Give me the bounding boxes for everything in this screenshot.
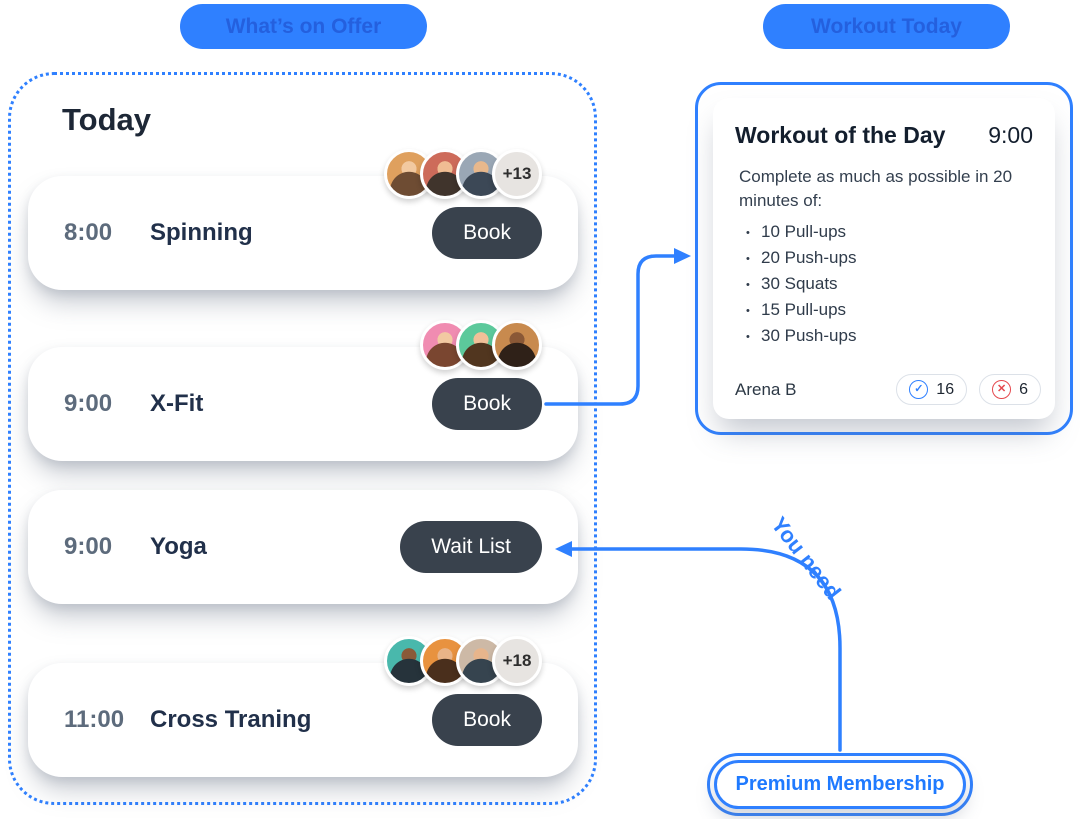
offer-section-tag: What’s on Offer xyxy=(180,4,427,49)
wod-title: Workout of the Day xyxy=(735,122,946,148)
book-button[interactable]: Book xyxy=(432,378,542,430)
wod-stats: ✓ 16 ✕ 6 xyxy=(896,374,1041,405)
completed-count: 16 xyxy=(936,380,955,398)
avatar-more-count[interactable]: +13 xyxy=(492,149,542,199)
wod-exercise-list: 10 Pull-ups 20 Push-ups 30 Squats 15 Pul… xyxy=(713,219,1055,350)
class-card-cross-training: +18 11:00 Cross Traning Book xyxy=(28,636,578,777)
class-time: 9:00 xyxy=(64,390,113,417)
avatar xyxy=(384,149,434,199)
check-circle-icon: ✓ xyxy=(909,380,929,399)
workout-section-tag: Workout Today xyxy=(763,4,1010,49)
wod-header: Workout of the Day 9:00 xyxy=(713,98,1055,149)
class-card-spinning: +13 8:00 Spinning Book xyxy=(28,149,578,290)
wod-exercise: 30 Push-ups xyxy=(746,323,1055,350)
booking-arrowhead xyxy=(674,248,691,264)
premium-membership-button[interactable]: Premium Membership xyxy=(714,760,966,809)
schedule-board xyxy=(8,72,597,805)
failed-count: 6 xyxy=(1019,380,1028,398)
class-card-yoga: 9:00 Yoga Wait List xyxy=(28,490,578,604)
book-button[interactable]: Book xyxy=(432,207,542,259)
wait-list-button[interactable]: Wait List xyxy=(400,521,542,573)
attendee-avatars[interactable] xyxy=(420,320,542,370)
class-card-xfit: 9:00 X-Fit Book xyxy=(28,320,578,461)
class-name: X-Fit xyxy=(150,390,204,417)
book-button[interactable]: Book xyxy=(432,694,542,746)
avatar xyxy=(492,320,542,370)
wod-exercise: 30 Squats xyxy=(746,271,1055,298)
schedule-heading: Today xyxy=(62,102,151,137)
premium-membership-highlight: Premium Membership xyxy=(707,753,973,816)
wod-location: Arena B xyxy=(735,379,797,399)
avatar-more-count[interactable]: +18 xyxy=(492,636,542,686)
x-circle-icon: ✕ xyxy=(992,380,1012,399)
membership-arrow xyxy=(570,547,842,752)
class-name: Yoga xyxy=(150,533,207,560)
workout-of-day-highlight: Workout of the Day 9:00 Complete as much… xyxy=(695,82,1073,435)
wod-exercise: 10 Pull-ups xyxy=(746,219,1055,246)
wod-time: 9:00 xyxy=(988,122,1033,148)
wod-intro: Complete as much as possible in 20 minut… xyxy=(739,167,1013,210)
completed-count-badge[interactable]: ✓ 16 xyxy=(896,374,968,405)
wod-exercise: 15 Pull-ups xyxy=(746,297,1055,324)
attendee-avatars[interactable]: +13 xyxy=(384,149,542,199)
class-name: Cross Traning xyxy=(150,706,312,733)
class-time: 11:00 xyxy=(64,706,125,733)
class-name: Spinning xyxy=(150,219,253,246)
wod-footer: Arena B ✓ 16 ✕ 6 xyxy=(735,374,1041,405)
failed-count-badge[interactable]: ✕ 6 xyxy=(979,374,1041,405)
workout-of-day-card: Workout of the Day 9:00 Complete as much… xyxy=(713,98,1055,419)
wod-exercise: 20 Push-ups xyxy=(746,245,1055,272)
class-time: 8:00 xyxy=(64,219,113,246)
attendee-avatars[interactable]: +18 xyxy=(384,636,542,686)
class-time: 9:00 xyxy=(64,533,113,560)
you-need-annotation: You need xyxy=(766,512,846,605)
